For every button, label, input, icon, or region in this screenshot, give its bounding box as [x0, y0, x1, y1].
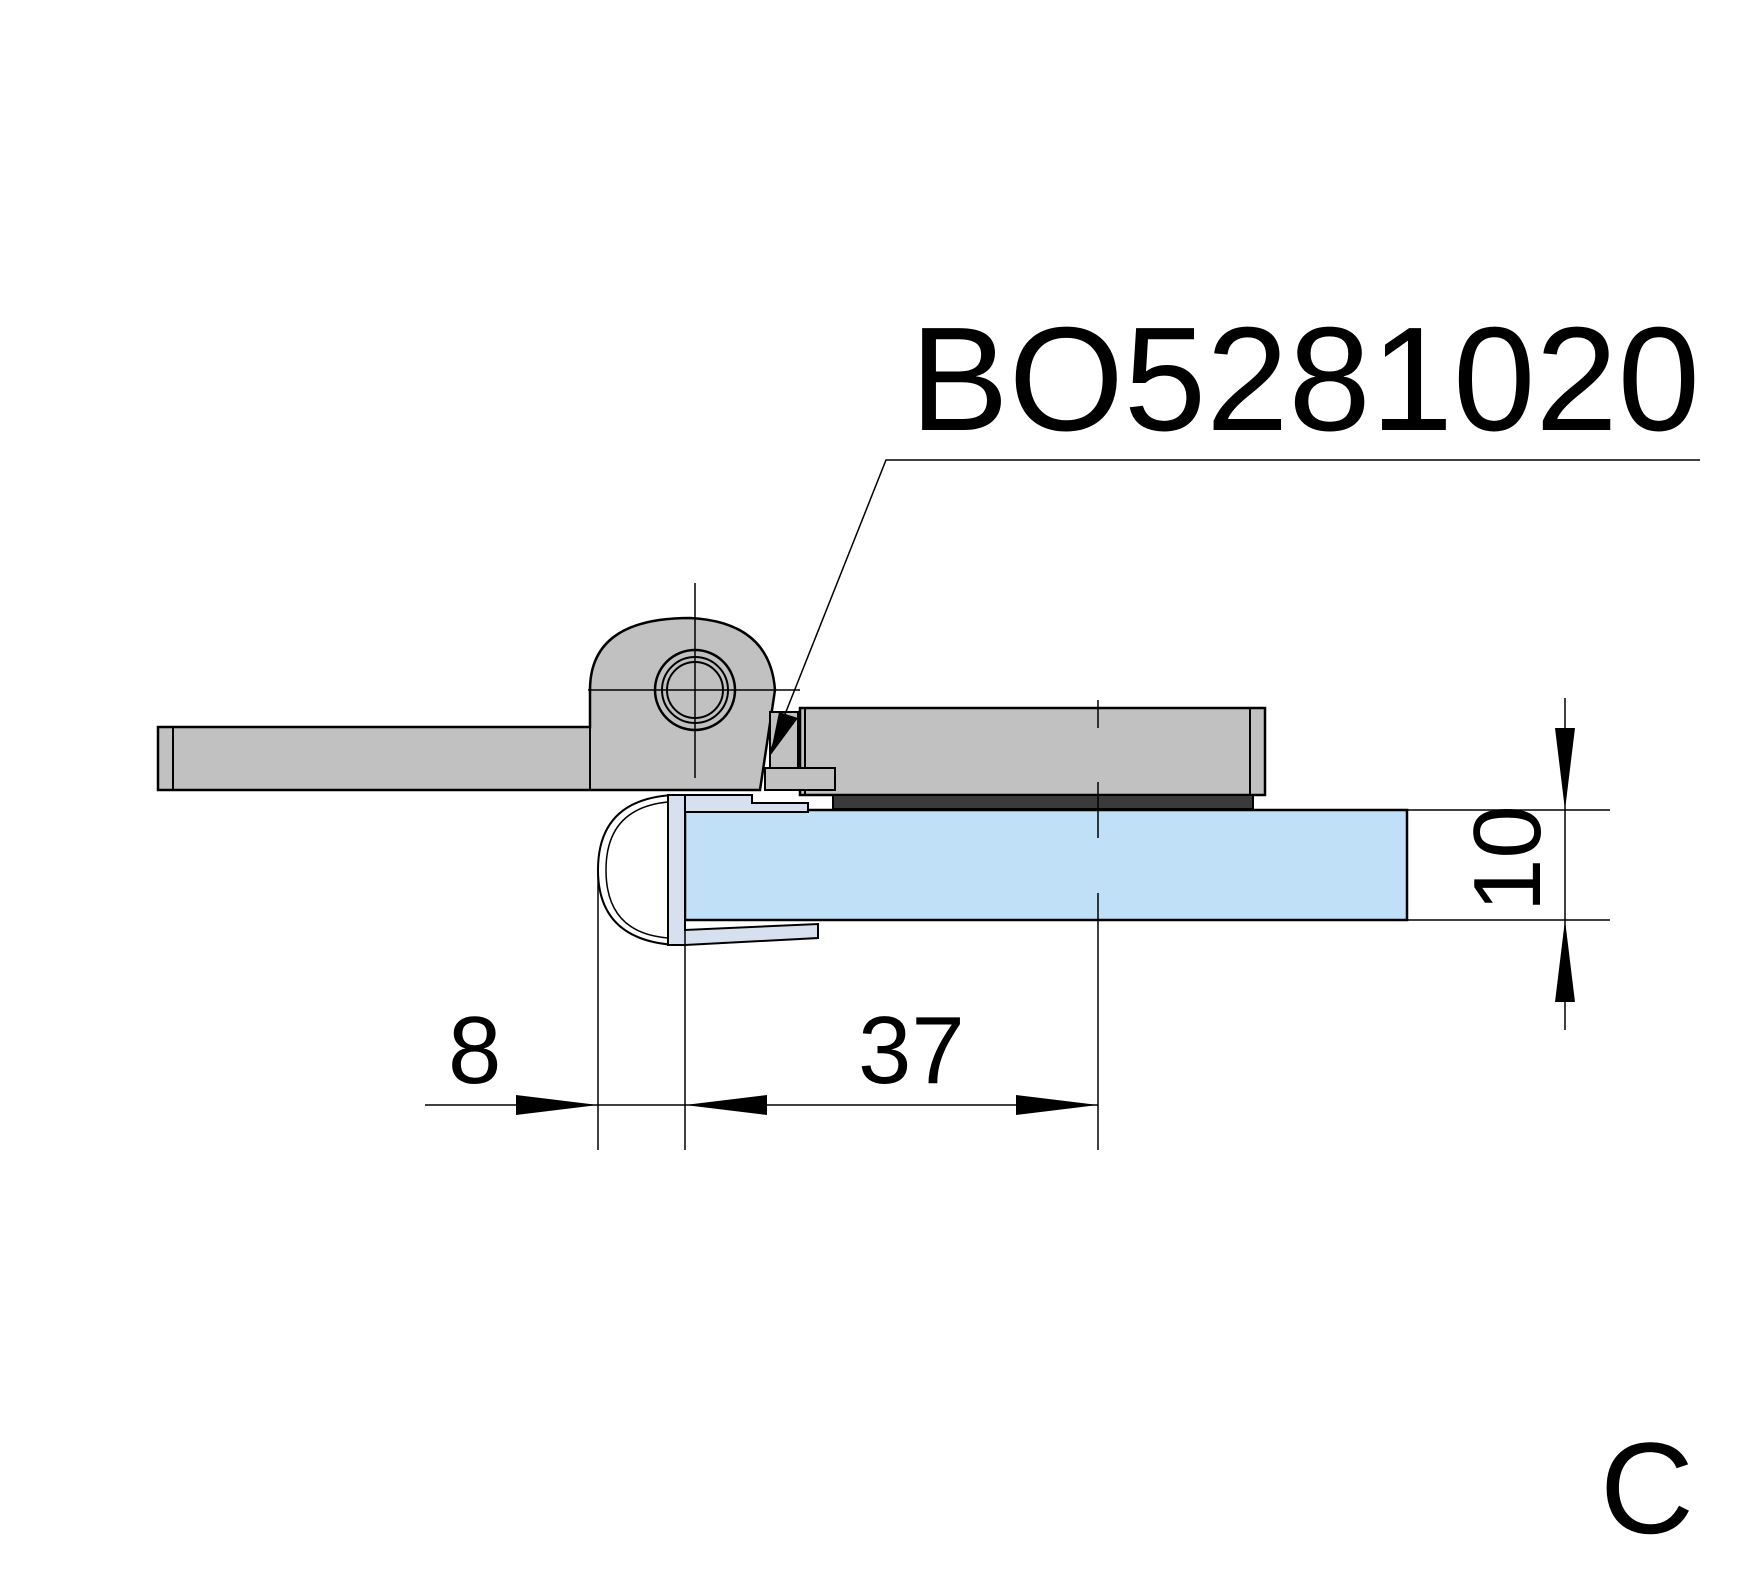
seal-profile-clip: [667, 794, 819, 946]
leader-arrowhead: [770, 712, 798, 756]
glass-pane: [683, 808, 1409, 922]
dim-arrow-37-left: [685, 1095, 767, 1115]
part-code-label: BO5281020: [910, 297, 1700, 462]
view-label: C: [1600, 1415, 1694, 1561]
dim-arrow-37-right: [1016, 1095, 1098, 1115]
dim-arrow-8-right: [516, 1095, 598, 1115]
hinge-step-piece: [764, 767, 836, 791]
hinge-left-leaf: [156, 616, 777, 792]
dim-arrow-10-top: [1555, 728, 1575, 810]
seal-profile-top-lip: [684, 794, 809, 813]
dimension-37-label: 37: [858, 997, 965, 1104]
clamp-gasket: [832, 794, 1254, 810]
seal-profile-bulb-inner: [605, 801, 669, 939]
dim-arrow-10-bottom: [1555, 920, 1575, 1002]
hinge-clamp-plate: [798, 706, 1267, 797]
dimension-8-label: 8: [448, 997, 501, 1104]
seal-profile-bulb: [596, 793, 676, 946]
part-code-leader: [769, 459, 1700, 753]
dimension-10-label: 10: [1454, 805, 1561, 912]
